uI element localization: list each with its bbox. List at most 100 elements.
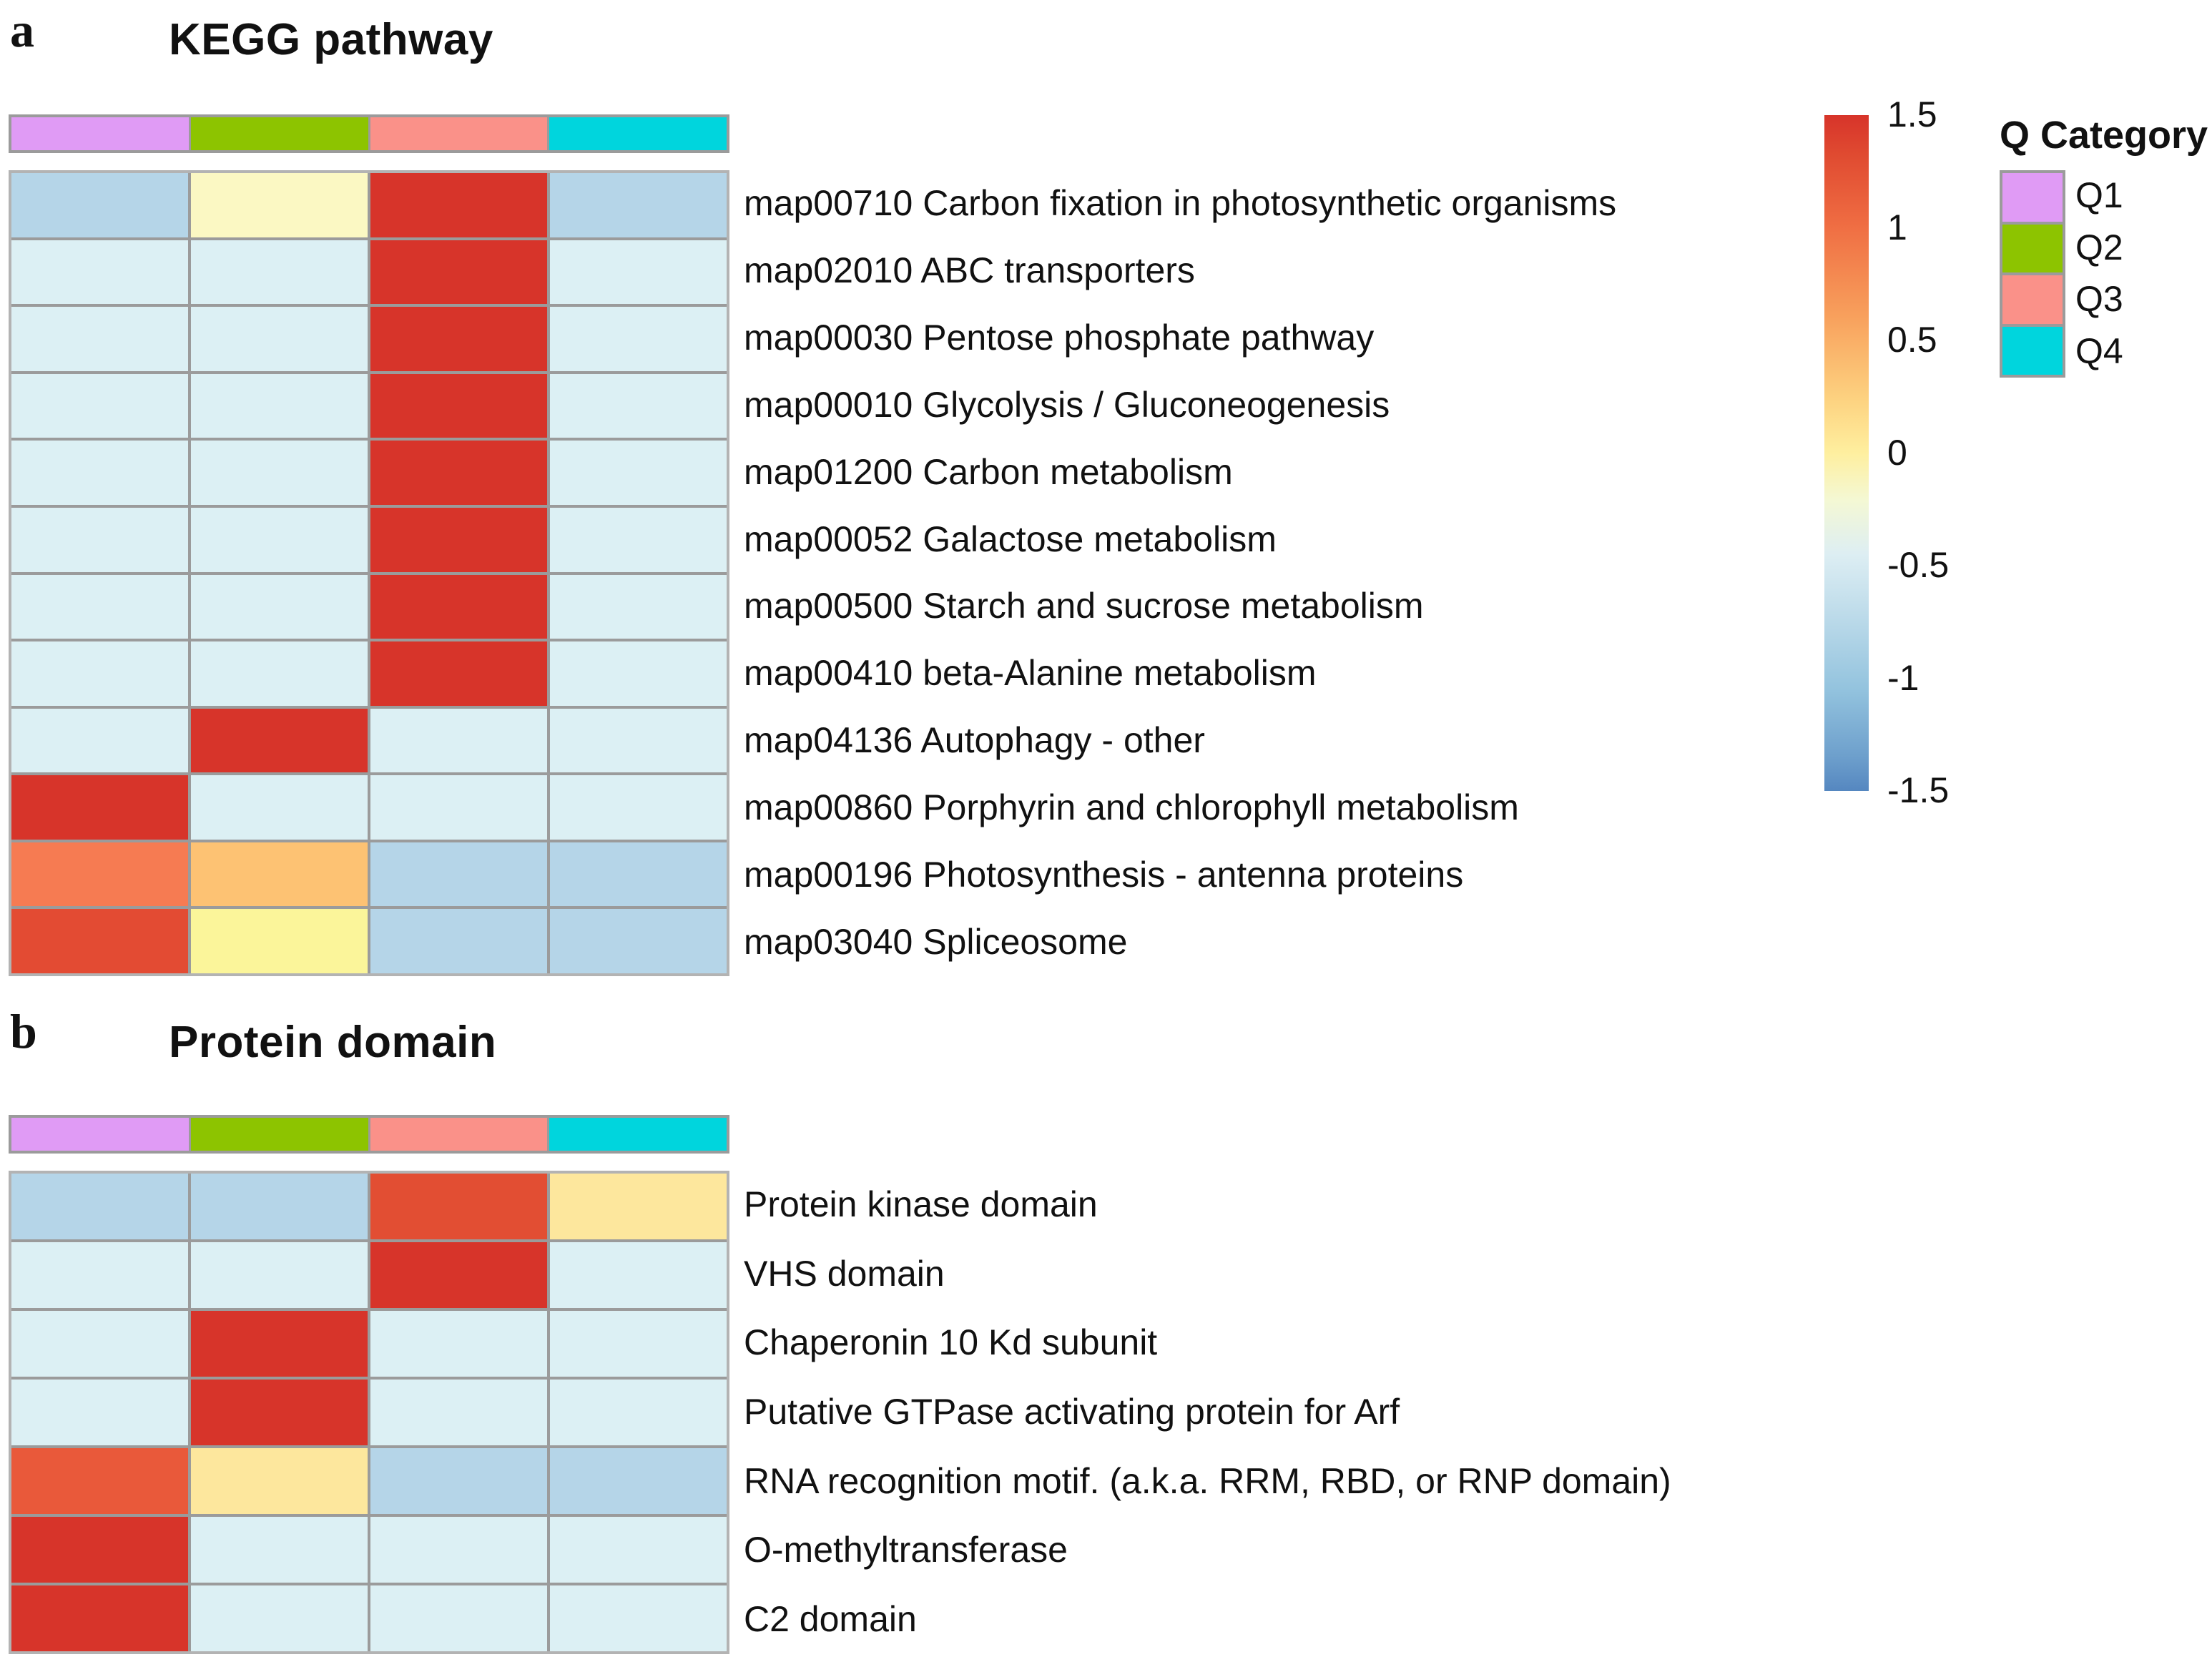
q-legend-label-q3: Q3 — [2075, 279, 2123, 320]
row-label: map00030 Pentose phosphate pathway — [744, 317, 1375, 358]
column-annotation-q3 — [370, 117, 548, 150]
heatmap-cell — [11, 307, 188, 371]
heatmap-cell — [191, 1311, 368, 1377]
heatmap-cell — [370, 842, 547, 907]
heatmap-cell — [191, 842, 368, 907]
heatmap-cell — [550, 173, 727, 237]
heatmap-cell — [550, 507, 727, 572]
row-label: RNA recognition motif. (a.k.a. RRM, RBD,… — [744, 1460, 1671, 1501]
heatmap-cell — [370, 1242, 547, 1308]
heatmap-cell — [550, 842, 727, 907]
row-label: map00196 Photosynthesis - antenna protei… — [744, 855, 1464, 895]
colorbar-tick-1p5: 1.5 — [1887, 94, 1937, 134]
heatmap-cell — [370, 1585, 547, 1651]
heatmap-cell — [370, 1311, 547, 1377]
heatmap-cell — [11, 507, 188, 572]
column-annotation-q2 — [190, 117, 368, 150]
heatmap-cell — [370, 173, 547, 237]
heatmap-cell — [370, 307, 547, 371]
q-legend-label-q1: Q1 — [2075, 175, 2123, 216]
heatmap-cell — [550, 641, 727, 706]
q-legend-swatch-q3 — [2002, 275, 2063, 324]
heatmap-cell — [11, 373, 188, 438]
heatmap-cell — [11, 1448, 188, 1514]
row-label: map00710 Carbon fixation in photosynthet… — [744, 182, 1617, 223]
heatmap-cell — [550, 1585, 727, 1651]
heatmap-cell — [370, 507, 547, 572]
panel-b-column-annotation-bar — [9, 1115, 729, 1154]
panel-a-title: KEGG pathway — [169, 15, 493, 64]
panel-a-heatmap — [9, 114, 729, 976]
row-label: C2 domain — [744, 1598, 917, 1639]
heatmap-cell — [550, 373, 727, 438]
heatmap-cell — [550, 708, 727, 773]
row-label: O-methyltransferase — [744, 1530, 1068, 1570]
heatmap-cell — [550, 1380, 727, 1445]
heatmap-cell — [11, 574, 188, 639]
heatmap-cell — [11, 1585, 188, 1651]
heatmap-cell — [191, 641, 368, 706]
heatmap-cell — [370, 1174, 547, 1239]
column-annotation-q4 — [549, 1118, 727, 1151]
heatmap-cell — [191, 909, 368, 973]
q-legend-label-q4: Q4 — [2075, 330, 2123, 371]
row-label: Chaperonin 10 Kd subunit — [744, 1322, 1158, 1363]
heatmap-cell — [550, 775, 727, 840]
heatmap-cell — [191, 1448, 368, 1514]
heatmap-cell — [191, 240, 368, 305]
heatmap-cell — [11, 240, 188, 305]
heatmap-cell — [191, 574, 368, 639]
heatmap-cell — [191, 1174, 368, 1239]
row-label: map00500 Starch and sucrose metabolism — [744, 586, 1424, 626]
panel-a-letter: a — [10, 3, 34, 57]
heatmap-cell — [550, 1174, 727, 1239]
heatmap-cell — [550, 441, 727, 505]
heatmap-cell — [191, 1242, 368, 1308]
row-label: map00410 beta-Alanine metabolism — [744, 653, 1317, 694]
heatmap-cell — [11, 909, 188, 973]
heatmap-cell — [11, 441, 188, 505]
panel-b-title: Protein domain — [169, 1018, 497, 1067]
heatmap-cell — [550, 1242, 727, 1308]
heatmap-cell — [191, 1380, 368, 1445]
heatmap-cell — [11, 1380, 188, 1445]
panel-a-row-labels: map00710 Carbon fixation in photosynthet… — [744, 114, 1888, 976]
heatmap-cell — [191, 307, 368, 371]
heatmap-cell — [11, 708, 188, 773]
heatmap-cell — [370, 1380, 547, 1445]
colorbar-tick-1: 1 — [1887, 207, 1907, 247]
q-legend-swatch-q1 — [2002, 173, 2063, 222]
column-annotation-q3 — [370, 1118, 548, 1151]
heatmap-cell — [370, 441, 547, 505]
q-legend-swatch-q2 — [2002, 224, 2063, 272]
panel-a-heatmap-grid — [9, 170, 729, 976]
panel-b-letter: b — [10, 1004, 37, 1058]
heatmap-cell — [11, 1242, 188, 1308]
heatmap-cell — [370, 708, 547, 773]
heatmap-cell — [370, 641, 547, 706]
colorbar-gradient — [1824, 115, 1869, 791]
row-label: map00010 Glycolysis / Gluconeogenesis — [744, 384, 1390, 425]
q-legend-label-q2: Q2 — [2075, 227, 2123, 267]
column-annotation-q2 — [190, 1118, 368, 1151]
heatmap-cell — [550, 909, 727, 973]
heatmap-cell — [370, 240, 547, 305]
column-annotation-q1 — [11, 1118, 189, 1151]
row-label: map01200 Carbon metabolism — [744, 451, 1233, 492]
heatmap-cell — [550, 240, 727, 305]
heatmap-cell — [11, 173, 188, 237]
heatmap-cell — [11, 1517, 188, 1583]
column-annotation-q1 — [11, 117, 189, 150]
heatmap-cell — [191, 708, 368, 773]
heatmap-cell — [550, 307, 727, 371]
colorbar-tick-neg1p5: -1.5 — [1887, 770, 1950, 810]
column-annotation-q4 — [549, 117, 727, 150]
row-label: map03040 Spliceosome — [744, 922, 1128, 963]
heatmap-cell — [191, 507, 368, 572]
heatmap-cell — [191, 441, 368, 505]
heatmap-cell — [11, 842, 188, 907]
heatmap-cell — [11, 775, 188, 840]
row-label: Protein kinase domain — [744, 1184, 1098, 1225]
